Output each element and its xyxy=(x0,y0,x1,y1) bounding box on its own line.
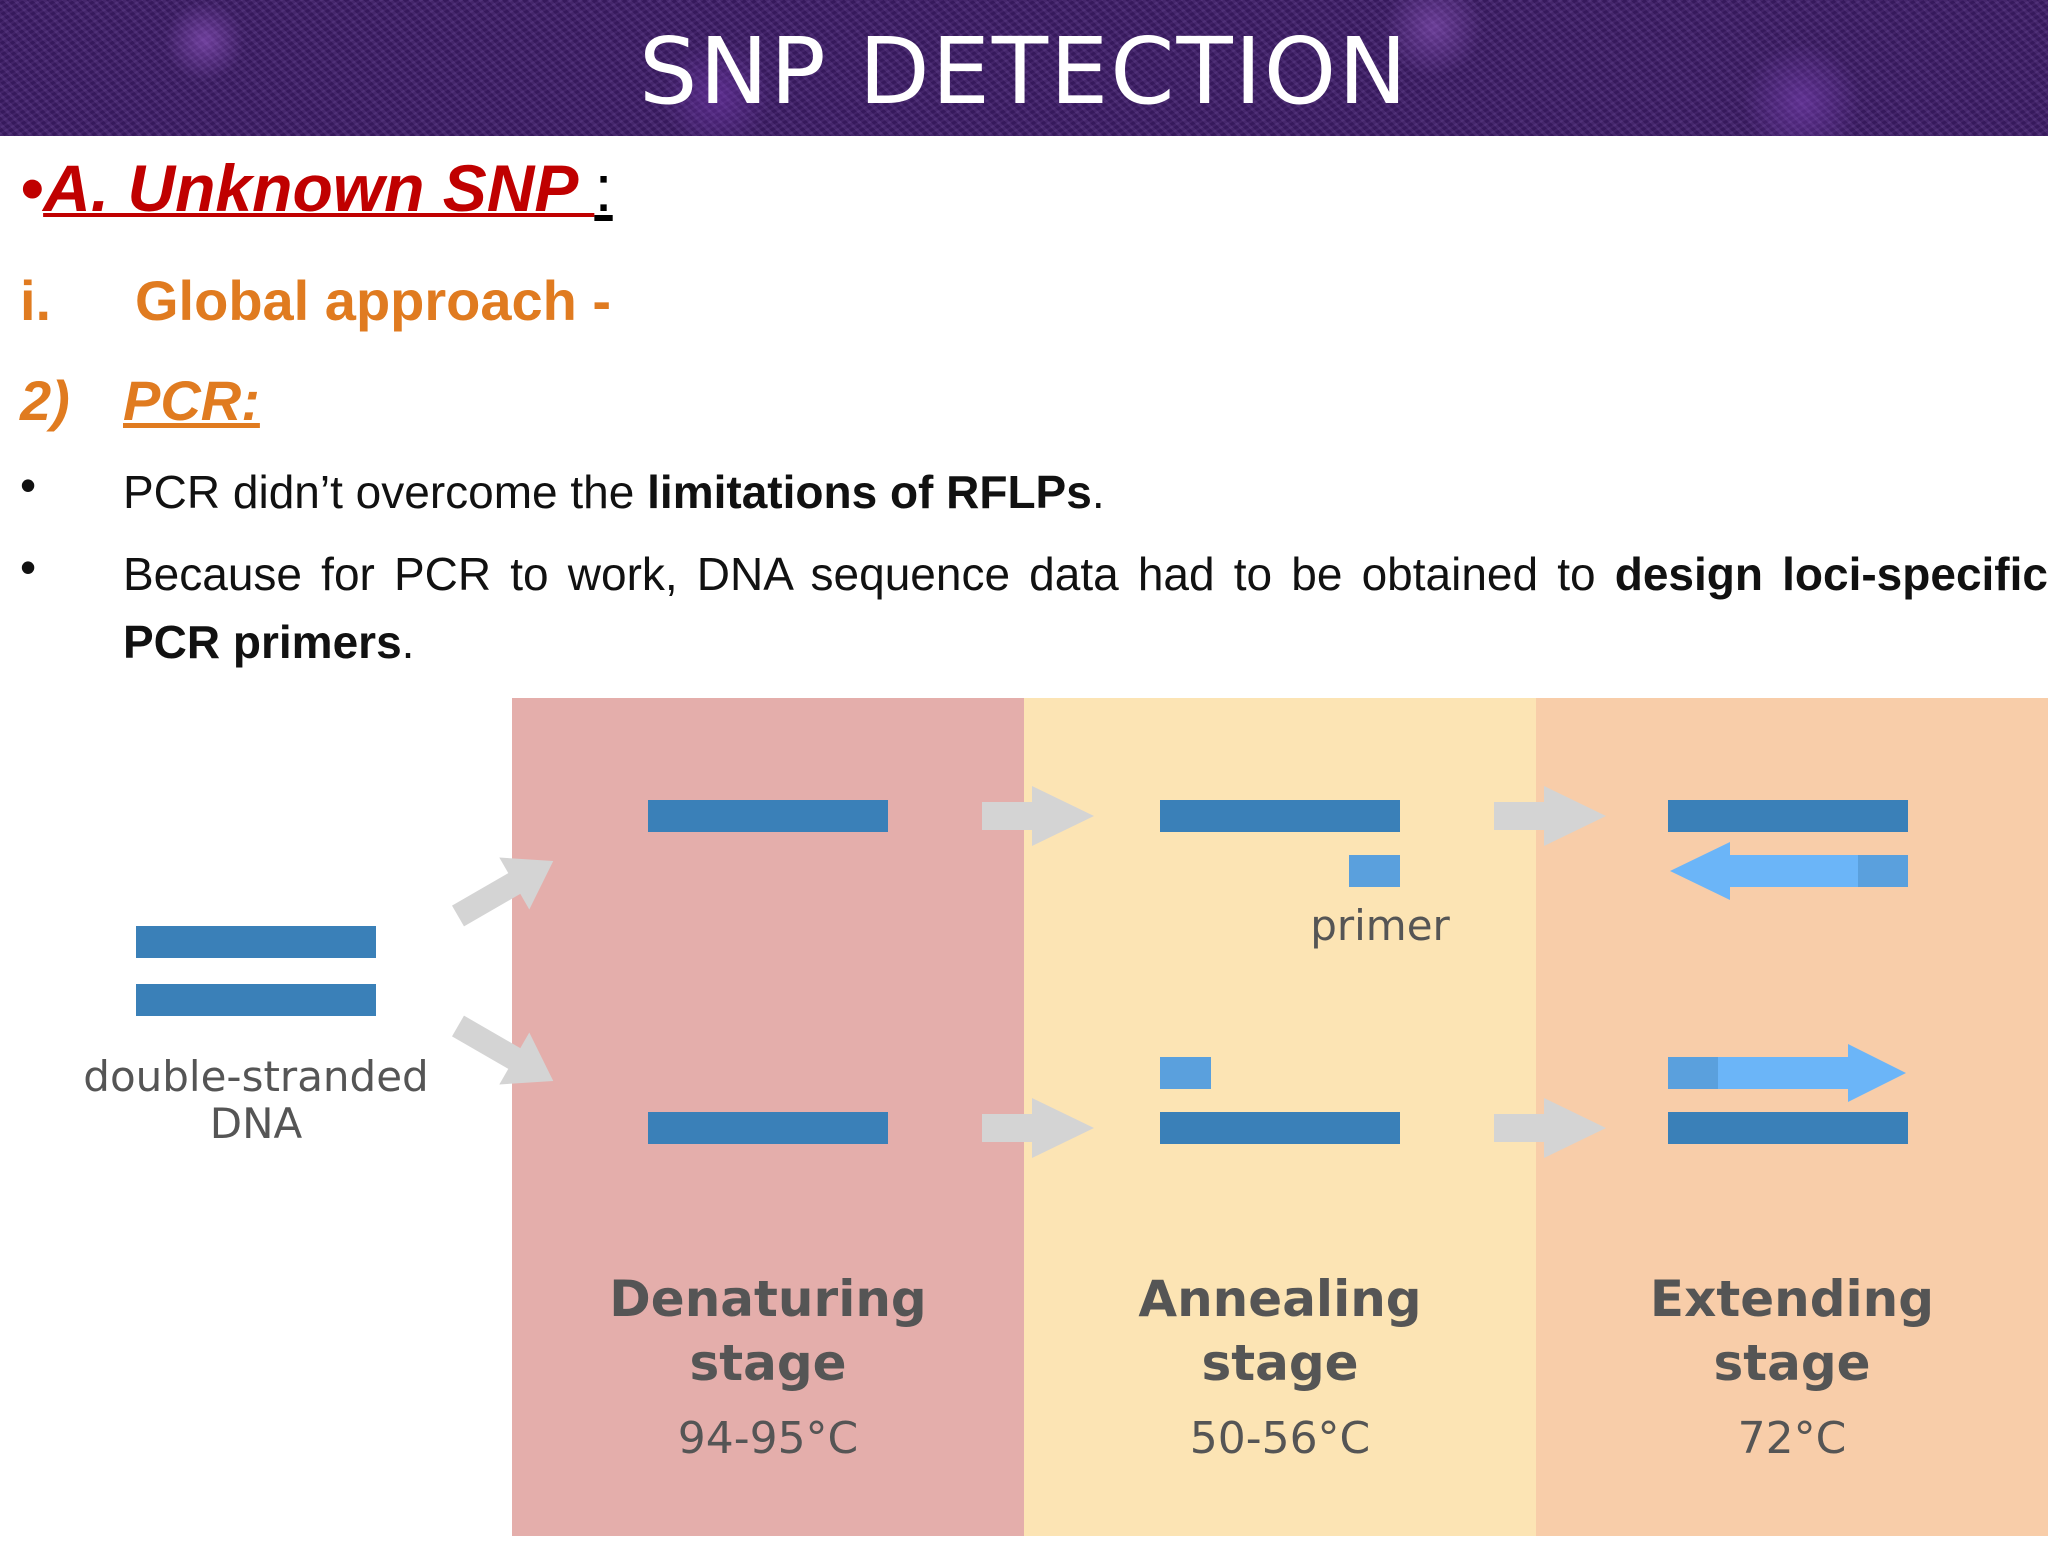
stage-name: Denaturing xyxy=(609,1270,926,1328)
bullet-marker: • xyxy=(20,541,37,593)
primer-top xyxy=(1349,855,1400,887)
slide-title: SNP DETECTION xyxy=(638,18,1410,125)
primer-extending-bottom xyxy=(1668,1057,1718,1089)
dna-label-line2: DNA xyxy=(210,1099,303,1148)
heading-global-label: Global approach - xyxy=(135,269,612,332)
primer-label: primer xyxy=(1310,901,1450,950)
title-banner: SNP DETECTION xyxy=(0,0,2048,136)
pcr-diagram: double-stranded DNA primer Denat xyxy=(0,698,2048,1536)
heading-unknown-snp: •A. Unknown SNP : xyxy=(20,150,613,226)
bullet-text-end: . xyxy=(1091,466,1105,518)
denatured-strand-top xyxy=(648,800,888,832)
pcr-diagram-svg: double-stranded DNA primer Denat xyxy=(83,698,2048,1536)
bullet-text: Because for PCR to work, DNA sequence da… xyxy=(123,540,2048,676)
split-arrow-down xyxy=(452,1015,554,1085)
stage-temperature: 50-56°C xyxy=(1190,1413,1371,1464)
denatured-strand-bottom xyxy=(648,1112,888,1144)
bullet-text-plain: Because for PCR to work, DNA sequence da… xyxy=(123,548,1615,600)
heading-global-number: i. xyxy=(20,269,52,332)
bullet-text: PCR didn’t overcome the limitations of R… xyxy=(123,458,2048,526)
annealing-strand-top xyxy=(1160,800,1400,832)
bullet-text-bold: design loci-specific PCR primers xyxy=(123,548,2048,668)
stage-word: stage xyxy=(1713,1334,1870,1392)
primer-bottom xyxy=(1160,1057,1211,1089)
stage-word: stage xyxy=(1201,1334,1358,1392)
stage-arrow xyxy=(1494,1098,1606,1158)
stage-arrow xyxy=(1494,786,1606,846)
bullet-marker: • xyxy=(20,459,37,511)
primer-extending-top xyxy=(1858,855,1908,887)
extending-strand-bottom xyxy=(1668,1112,1908,1144)
split-arrow-up xyxy=(452,857,554,927)
heading-pcr: 2) PCR: xyxy=(20,368,260,433)
stage-arrow xyxy=(982,1098,1094,1158)
extending-strand-top xyxy=(1668,800,1908,832)
stage-temperature: 94-95°C xyxy=(678,1413,859,1464)
bullet-text-plain: PCR didn’t overcome the xyxy=(123,466,648,518)
heading-pcr-number: 2) xyxy=(20,369,70,432)
stage-arrow xyxy=(982,786,1094,846)
new-strand-arrow-left xyxy=(1670,842,1858,900)
bullet-text-bold: limitations of RFLPs xyxy=(647,466,1092,518)
annealing-strand-bottom xyxy=(1160,1112,1400,1144)
heading-bullet: • xyxy=(20,151,44,225)
stage-name: Extending xyxy=(1650,1270,1934,1328)
stage-word: stage xyxy=(689,1334,846,1392)
heading-pcr-label: PCR: xyxy=(123,369,260,432)
stage-temperature: 72°C xyxy=(1738,1413,1847,1464)
heading-colon: : xyxy=(594,151,613,225)
dna-strand-top xyxy=(136,926,376,958)
dna-label-line1: double-stranded xyxy=(83,1052,428,1101)
new-strand-arrow-right xyxy=(1718,1044,1906,1102)
heading-unknown-snp-label: A. Unknown SNP xyxy=(43,151,595,225)
dna-strand-bottom xyxy=(136,984,376,1016)
bullet-text-end: . xyxy=(401,616,415,668)
heading-global-approach: i. Global approach - xyxy=(20,268,611,333)
stage-name: Annealing xyxy=(1138,1270,1421,1328)
